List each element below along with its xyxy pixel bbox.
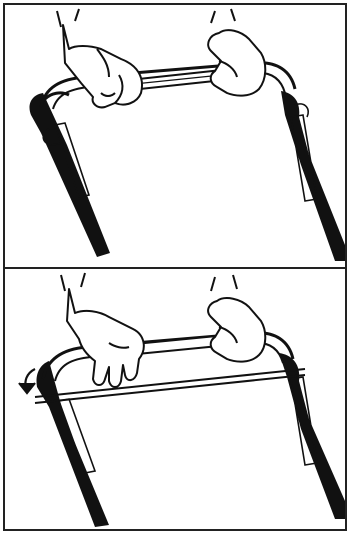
hand-icon (208, 275, 265, 362)
rotate-arrow-icon (19, 369, 35, 393)
handlebar-illustration-bottom (5, 269, 345, 529)
handlebar-illustration-top (5, 5, 345, 268)
hand-icon (61, 273, 144, 387)
hand-icon (208, 9, 265, 96)
handle-tube-left (30, 93, 111, 257)
brake-bar (35, 369, 305, 403)
illustration-frame (3, 3, 347, 531)
panel-squeeze-brake-bar (5, 269, 345, 529)
panel-grip-handlebar (5, 5, 345, 268)
hand-icon (57, 9, 142, 107)
